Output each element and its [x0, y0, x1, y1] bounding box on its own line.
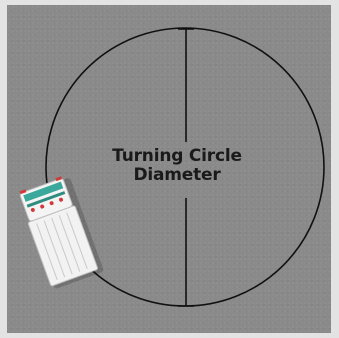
label-line-2: Diameter — [92, 166, 262, 185]
diagram-label: Turning Circle Diameter — [92, 147, 262, 185]
label-line-1: Turning Circle — [92, 147, 262, 166]
truck-icon — [17, 174, 104, 291]
